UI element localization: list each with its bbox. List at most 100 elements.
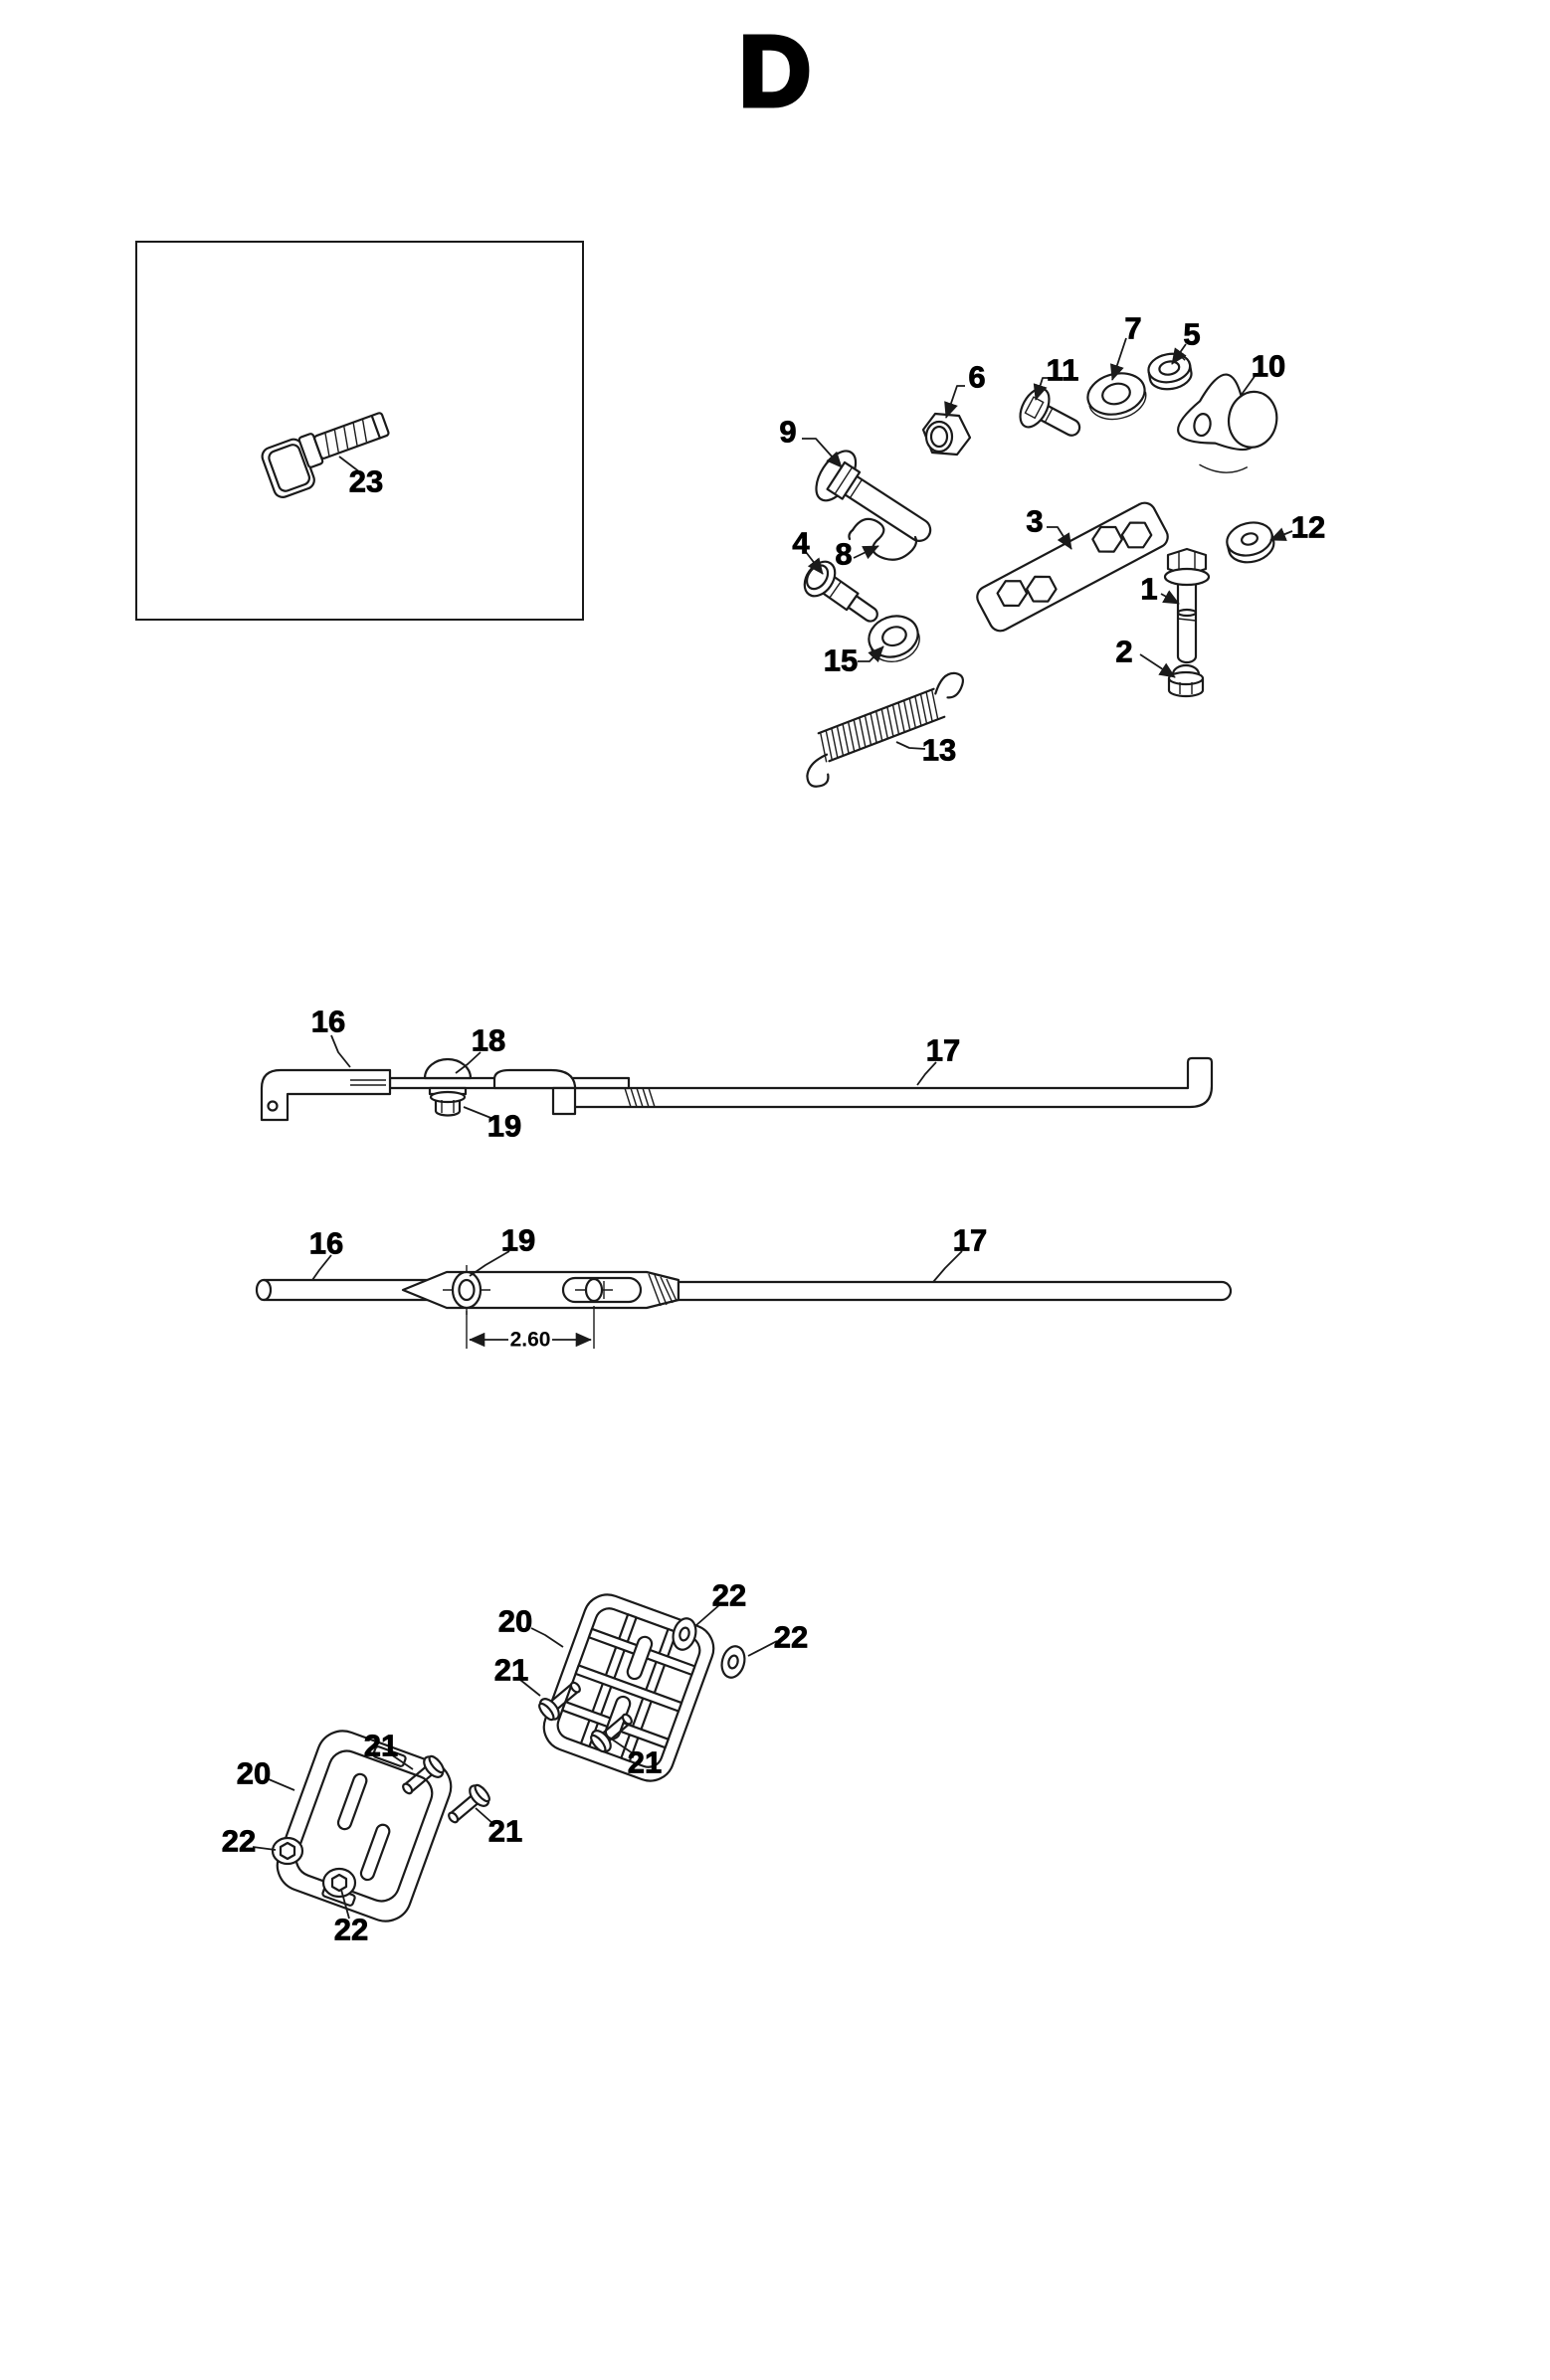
leader-4 [805, 551, 824, 575]
part-label-21: 21 [494, 1653, 528, 1688]
part-17-rod-bar [555, 1056, 1214, 1109]
part-label-22: 22 [334, 1913, 368, 1947]
leader-19a [463, 1106, 494, 1120]
part-label-6: 6 [968, 360, 985, 395]
leader-11 [1033, 377, 1051, 401]
leader-22c [252, 1846, 277, 1851]
leader-lines [252, 337, 1293, 1920]
part-label-22: 22 [222, 1824, 256, 1859]
part-12-push-cap [1226, 521, 1275, 564]
part-label-2: 2 [1115, 635, 1132, 669]
leader-22b [747, 1640, 778, 1657]
part-label-22: 22 [774, 1620, 808, 1655]
part-22-washer-2 [720, 1645, 746, 1679]
part-label-9: 9 [779, 415, 796, 450]
leader-16a [330, 1034, 351, 1068]
part-label-19: 19 [501, 1223, 535, 1258]
dimension-label: 2.60 [510, 1329, 551, 1352]
leader-6 [944, 385, 965, 419]
leader-2 [1139, 653, 1176, 678]
leader-20a [530, 1627, 564, 1648]
rod-slot [561, 1276, 643, 1304]
bracket-hump [492, 1068, 577, 1090]
part-16-bracket [260, 1068, 392, 1122]
leader-17b [932, 1250, 963, 1283]
part-label-22: 22 [712, 1578, 746, 1613]
part-23-adjuster-knob [261, 412, 390, 498]
leader-23 [338, 456, 361, 473]
leader-7 [1110, 337, 1127, 381]
part-13-extension-spring [806, 671, 964, 788]
leader-21a [519, 1679, 541, 1697]
part-19-flange-nut [429, 1090, 467, 1117]
part-label-16: 16 [311, 1005, 345, 1039]
part-label-12: 12 [1291, 510, 1325, 545]
part-label-21: 21 [488, 1814, 522, 1849]
page-title: D [739, 16, 811, 127]
part-9-clevis-pin [815, 450, 932, 542]
part-22-cap-2 [321, 1867, 357, 1899]
part-1-hex-bolt [1163, 547, 1211, 664]
part-22-cap-1 [271, 1836, 304, 1866]
leader-8 [853, 545, 879, 560]
part-label-17: 17 [953, 1223, 987, 1258]
leader-15 [858, 645, 884, 663]
part-16-tube-end [255, 1278, 273, 1302]
part-label-16: 16 [309, 1226, 343, 1261]
part-label-15: 15 [824, 643, 858, 678]
part-label-11: 11 [1047, 353, 1079, 388]
part-18-dome-plug [423, 1057, 473, 1080]
leader-21d [475, 1807, 494, 1825]
leader-20b [268, 1778, 295, 1791]
part-label-21: 21 [628, 1745, 662, 1780]
leader-21c [390, 1753, 414, 1770]
part-label-8: 8 [835, 537, 852, 572]
part-label-23: 23 [349, 464, 383, 499]
leader-9 [802, 438, 843, 468]
part-21-rivet-4 [448, 1783, 490, 1824]
part-21-rivet-1 [538, 1681, 581, 1722]
part-label-7: 7 [1124, 311, 1141, 346]
part-label-21: 21 [364, 1729, 398, 1763]
part-10-star-knob [1177, 373, 1278, 473]
part-3-latch-plate [976, 501, 1169, 633]
leader-5 [1171, 343, 1187, 365]
part-2-lock-nut [1167, 663, 1205, 698]
part-label-20: 20 [498, 1604, 532, 1639]
rod-assembly-bottom: 2.60 [255, 1265, 1233, 1352]
part-label-5: 5 [1183, 317, 1200, 352]
part-label-3: 3 [1026, 504, 1043, 539]
rod-assembly-top [260, 1056, 1214, 1122]
leader-16b [311, 1254, 332, 1281]
part-17-rod [677, 1280, 1233, 1302]
leader-22d [340, 1889, 350, 1920]
leader-22a [695, 1603, 721, 1626]
leader-21b [610, 1738, 634, 1754]
part-19-pivot-hole [443, 1265, 490, 1315]
part-label-19: 19 [487, 1109, 521, 1144]
part-5-flange-nut [1147, 352, 1193, 391]
leader-12 [1269, 527, 1293, 541]
part-label-4: 4 [792, 526, 810, 561]
part-11-carriage-bolt [1019, 387, 1081, 437]
part-label-1: 1 [1140, 572, 1157, 607]
part-16-tube [262, 1278, 455, 1302]
inset-box [135, 241, 584, 621]
part-22-washer-1 [672, 1617, 697, 1651]
leader-1 [1160, 590, 1180, 605]
part-label-13: 13 [922, 733, 956, 768]
dimension-2-60: 2.60 [466, 1306, 595, 1352]
leader-18 [455, 1051, 482, 1074]
part-21-rivet-3 [402, 1754, 445, 1795]
leader-19b [469, 1250, 510, 1277]
leader-17a [916, 1061, 937, 1086]
leader-10 [1240, 374, 1257, 397]
part-label-18: 18 [472, 1023, 505, 1058]
part-label-10: 10 [1252, 349, 1285, 384]
leader-3 [1047, 526, 1072, 550]
part-7-washer [1086, 372, 1147, 421]
leader-13 [895, 741, 926, 750]
